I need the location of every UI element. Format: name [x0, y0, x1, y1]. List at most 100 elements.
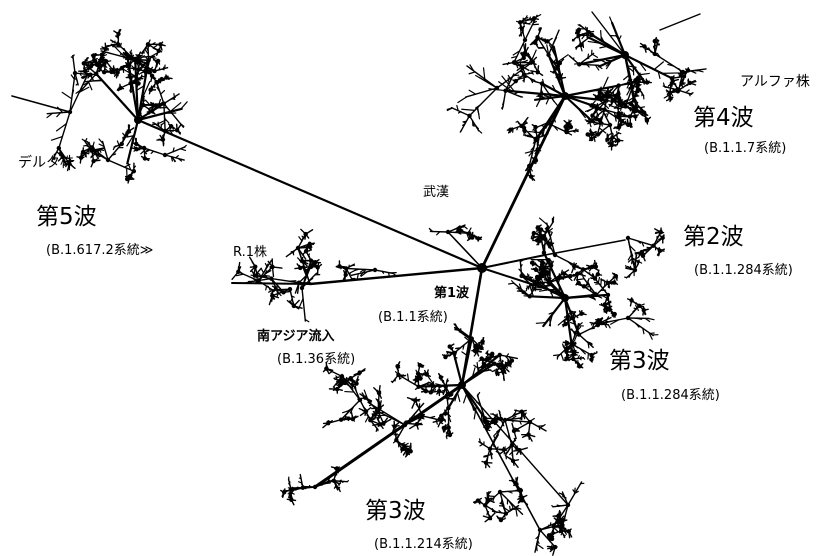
wave3-214-cluster: [495, 434, 499, 439]
wave3-284-cluster: [601, 285, 605, 290]
south-asia-cluster: [392, 272, 398, 277]
wave3-214-cluster: [539, 523, 563, 531]
wave5-cluster-node: [80, 149, 86, 155]
wave5-cluster: [142, 98, 145, 102]
wave3-284-cluster-node: [548, 263, 554, 268]
wave4-cluster: [506, 62, 510, 66]
wave5-cluster-node: [162, 128, 168, 134]
wave3-284-cluster-node: [595, 321, 601, 326]
wave3-284-cluster-node: [546, 278, 552, 284]
wave4-cluster: [612, 95, 620, 101]
wave4-cluster: [477, 129, 483, 134]
wave3-214-cluster: [536, 543, 544, 550]
wave3-214-cluster: [460, 330, 464, 333]
wave5-cluster-node: [116, 31, 121, 37]
wave5-cluster: [83, 144, 89, 147]
wave3-284-cluster: [648, 331, 653, 340]
r1-cluster: [298, 236, 303, 242]
wave3-214-cluster: [374, 414, 378, 418]
wave3-214-cluster: [507, 499, 514, 508]
wave5-cluster: [133, 148, 137, 152]
wave3-214-cluster-node: [498, 517, 504, 523]
wave4-cluster: [526, 53, 529, 57]
wave4-cluster: [573, 38, 576, 41]
wave3-214-cluster: [446, 380, 450, 383]
south-asia-cluster: [301, 287, 307, 322]
wave4-cluster: [604, 91, 607, 94]
wave3-214-trunk: [313, 383, 464, 489]
wave5-cluster-node: [160, 137, 166, 142]
wave3-214-cluster: [461, 351, 469, 357]
wave3-284-cluster: [589, 327, 595, 330]
wave4-cluster: [525, 117, 529, 121]
wave4-cluster-node: [628, 101, 634, 107]
wave5-cluster-node: [82, 68, 88, 74]
wave5-cluster-node: [156, 48, 161, 53]
wave4-cluster-node: [522, 128, 527, 133]
wave3-214-cluster-node: [487, 446, 493, 452]
wave5-cluster: [61, 91, 73, 100]
wave4-cluster: [667, 82, 672, 87]
wave4-cluster-node: [630, 85, 635, 90]
wave4-cluster: [563, 84, 620, 98]
wave4-cluster: [623, 53, 674, 80]
wave3-284-cluster-node: [561, 271, 567, 276]
wave3-214-cluster-node: [408, 449, 413, 454]
wave3-284-cluster: [548, 313, 554, 327]
wave3-214-cluster-node: [447, 344, 452, 349]
wave4-cluster: [536, 143, 541, 147]
wave3-284-cluster: [607, 324, 611, 329]
south-asia-cluster-node: [344, 266, 349, 271]
wave3-214-cluster-node: [526, 432, 531, 437]
wave3-214-cluster: [416, 377, 419, 381]
wave3-284-cluster: [606, 316, 610, 321]
wave5-cluster-node: [174, 127, 180, 133]
wave3-284-cluster: [573, 330, 576, 338]
wave4-cluster: [520, 27, 523, 31]
wave5-cluster: [103, 65, 106, 68]
wave4-cluster: [618, 35, 622, 41]
wave4-cluster: [541, 82, 555, 103]
wave4-cluster-node: [494, 85, 500, 91]
south-asia-arm: [277, 292, 282, 297]
wave4-cluster: [609, 16, 614, 27]
wave3-284-cluster: [642, 327, 645, 335]
wave3-214-cluster: [486, 455, 489, 462]
wave3-214-cluster-node: [326, 420, 331, 426]
wave3-214-cluster-node: [452, 350, 457, 356]
wave4-cluster-node: [546, 121, 551, 126]
wave3-214-cluster-node: [475, 498, 481, 503]
wave3-284-cluster-node: [547, 241, 553, 247]
wave3-284-cluster-node: [530, 260, 535, 265]
wave5-cluster: [52, 156, 55, 160]
wave4-cluster-node: [652, 38, 657, 44]
wave3-214-cluster-node: [485, 497, 490, 502]
wave5-cluster: [180, 101, 188, 110]
wave4-cluster-node: [532, 40, 538, 45]
wave4-cluster: [549, 119, 553, 126]
wave3-214-cluster: [454, 359, 457, 363]
wave4-cluster: [548, 92, 553, 95]
south-asia-cluster-node: [298, 265, 303, 271]
wave3-214-cluster: [473, 364, 479, 369]
wave4-cluster-node: [667, 90, 673, 96]
wave4-cluster: [474, 124, 479, 130]
wave4-cluster: [551, 40, 556, 48]
wave3-214-cluster: [308, 484, 312, 488]
wave3-214-cluster-node: [357, 397, 363, 403]
wave5-cluster-node: [94, 62, 100, 68]
wave4-cluster: [558, 72, 562, 78]
south-asia-arm: [235, 273, 245, 277]
wave3-284-cluster: [604, 323, 608, 328]
south-asia-arm: [256, 271, 259, 276]
r1-cluster-node: [303, 231, 308, 237]
wave3-284-cluster-node: [571, 356, 576, 362]
wave4-cluster-node: [595, 132, 601, 137]
wave2-cluster-node: [632, 267, 638, 273]
wave3-214-cluster: [372, 418, 376, 421]
wave3-214-cluster: [509, 508, 513, 512]
wave3-214-cluster: [492, 369, 496, 373]
south-asia-cluster: [360, 268, 366, 273]
wave5-cluster: [98, 138, 104, 145]
wave4-cluster: [591, 11, 626, 56]
